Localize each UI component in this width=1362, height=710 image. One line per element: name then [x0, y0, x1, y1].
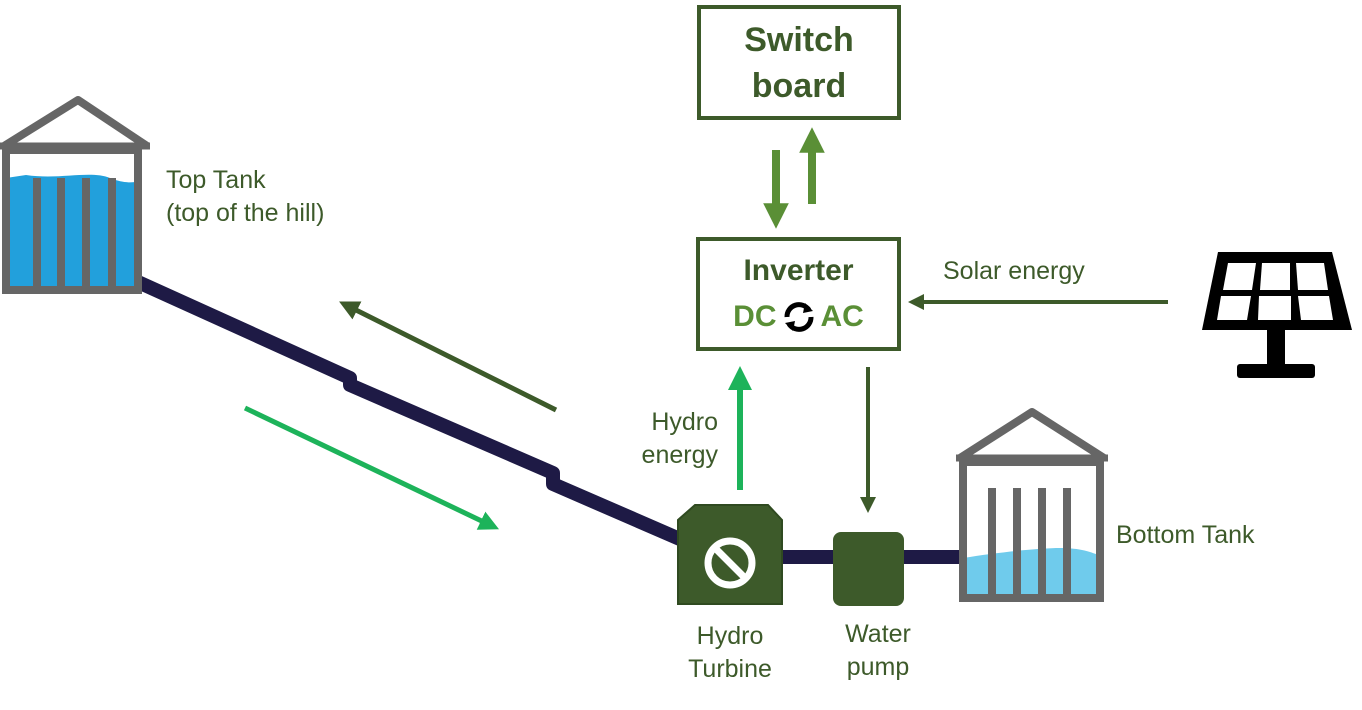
water-pump-icon [833, 532, 904, 606]
inverter-title: Inverter [743, 254, 854, 287]
dc-ac-conversion: DC AC [733, 299, 864, 335]
ac-label: AC [820, 300, 864, 333]
inverter-box: Inverter DC AC [696, 237, 901, 351]
bottom-tank-label: Bottom Tank [1116, 521, 1255, 549]
hydro-energy-label-line1: Hydro [651, 408, 718, 436]
top-tank-icon [0, 96, 150, 294]
arrow-down-to-turbine [243, 405, 500, 530]
turbine-label-line2: Turbine [688, 655, 772, 683]
switchboard-label-line2: board [751, 66, 847, 105]
bottom-tank-icon [956, 408, 1108, 602]
top-tank-label-line1: Top Tank [166, 166, 266, 194]
solar-energy-label: Solar energy [943, 257, 1085, 285]
turbine-label-line1: Hydro [696, 622, 764, 650]
top-tank-label: Top Tank (top of the hill) [166, 164, 324, 230]
refresh-cycle-icon [784, 302, 813, 332]
turbine-icon [677, 504, 783, 605]
pump-label: Water pump [808, 618, 948, 684]
dc-label: DC [733, 300, 777, 333]
pump-label-line1: Water [845, 620, 911, 648]
top-tank-label-line2: (top of the hill) [166, 199, 325, 227]
switchboard-label-line1: Switch [744, 20, 854, 59]
hydro-energy-label-line2: energy [641, 441, 718, 469]
solar-panel-icon [1202, 252, 1352, 378]
switchboard-box: Switch board [697, 5, 901, 120]
arrow-up-to-top [339, 301, 558, 413]
turbine-label: Hydro Turbine [660, 620, 800, 686]
pump-label-line2: pump [846, 653, 910, 681]
hydro-energy-label: Hydro energy [612, 406, 718, 472]
